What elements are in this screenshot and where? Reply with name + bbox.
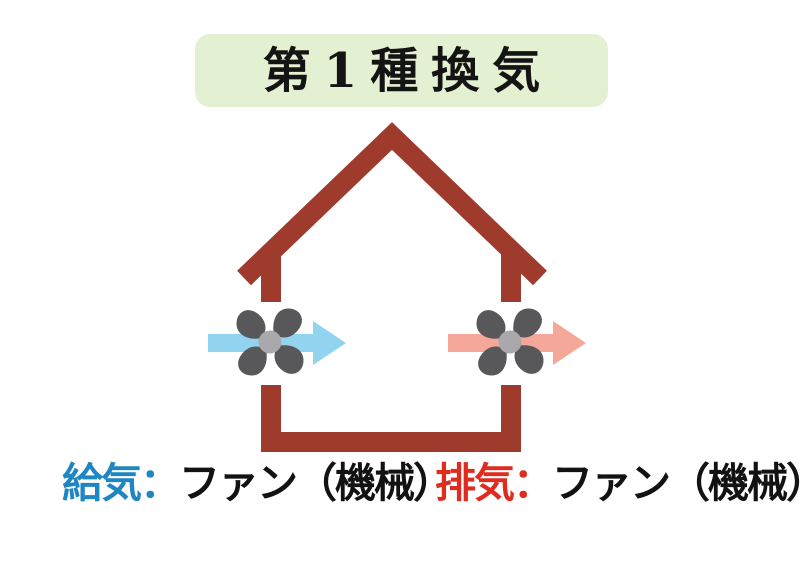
exhaust-legend: 排気：ファン（機械） (435, 459, 800, 507)
supply-legend-desc: ファン（機械） (179, 459, 454, 507)
page-title: 第1種換気 (262, 42, 554, 99)
supply-legend: 給気：ファン（機械） (62, 459, 454, 507)
house-roof (237, 122, 547, 286)
house-floor (261, 432, 521, 452)
exhaust-legend-term: 排気： (435, 459, 554, 507)
house-wall-right-upper (501, 250, 521, 302)
house-wall-left-upper (261, 250, 281, 302)
fan-hub (498, 330, 522, 354)
fan-hub (258, 330, 282, 354)
exhaust-fan-icon (476, 308, 544, 376)
title-banner: 第1種換気 (195, 34, 608, 107)
supply-fan-icon (236, 308, 304, 376)
supply-legend-term: 給気： (62, 459, 181, 507)
exhaust-legend-desc: ファン（機械） (552, 459, 800, 507)
